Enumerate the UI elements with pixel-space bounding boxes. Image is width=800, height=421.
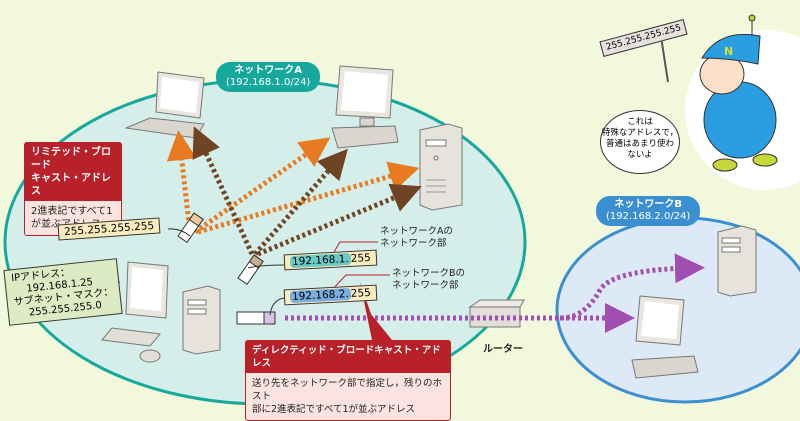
network-part-a: 192.168.1. xyxy=(289,252,352,269)
router-label: ルーター xyxy=(483,344,523,355)
callout-pointer xyxy=(366,308,392,340)
desktop-pc-icon xyxy=(331,65,399,149)
directed-broadcast-callout: ディレクティッド・ブロードキャスト・アドレス 送り先をネットワーク部で指定し，残… xyxy=(245,340,451,421)
packet-directed-a-icon xyxy=(237,254,264,286)
network-b-cidr: (192.168.2.0/24) xyxy=(606,211,691,222)
source-pc-icon xyxy=(101,261,221,363)
mascot-speech-bubble: これは 特殊なアドレスで， 普通はあまり使わ ないよ xyxy=(600,110,680,174)
network-a-name: ネットワークA xyxy=(234,65,303,76)
limited-broadcast-arrow xyxy=(193,137,331,235)
server-tower-icon xyxy=(419,123,463,211)
directed-broadcast-arrow-a xyxy=(192,126,255,256)
packet-directed-b-icon xyxy=(236,311,276,325)
network-b-name: ネットワークB xyxy=(614,199,682,210)
network-part-b: 192.168.2. xyxy=(289,287,352,304)
router-icon xyxy=(468,299,525,328)
host-ip-info: IPアドレス： 192.168.1.25 サブネット・マスク： 255.255.… xyxy=(3,258,123,326)
packet-limited-icon xyxy=(177,212,204,244)
pc-b-icon xyxy=(631,295,699,379)
svg-text:N: N xyxy=(724,45,733,58)
network-b-part-note: ネットワークBの ネットワーク部 xyxy=(392,268,466,291)
directed-broadcast-arrow-a xyxy=(253,148,348,256)
host-part-b: 255 xyxy=(350,286,372,300)
limited-broadcast-title: リミテッド・ブロード キャスト・アドレス xyxy=(25,143,121,201)
network-a-part-note: ネットワークAの ネットワーク部 xyxy=(380,226,453,249)
server-b-icon xyxy=(717,225,757,297)
directed-broadcast-arrow-b xyxy=(285,253,705,321)
limited-broadcast-arrow xyxy=(166,130,197,233)
network-a-cidr: (192.168.1.0/24) xyxy=(226,77,311,88)
directed-broadcast-title: ディレクティッド・ブロードキャスト・アドレス xyxy=(246,341,450,373)
network-a-label: ネットワークA (192.168.1.0/24) xyxy=(216,62,321,92)
host-part-a: 255 xyxy=(350,251,372,265)
network-b-label: ネットワークB (192.168.2.0/24) xyxy=(596,196,701,226)
directed-broadcast-desc: 送り先をネットワーク部で指定し，残りのホスト 部に2進表記ですべて1が並ぶアドレ… xyxy=(252,378,443,415)
